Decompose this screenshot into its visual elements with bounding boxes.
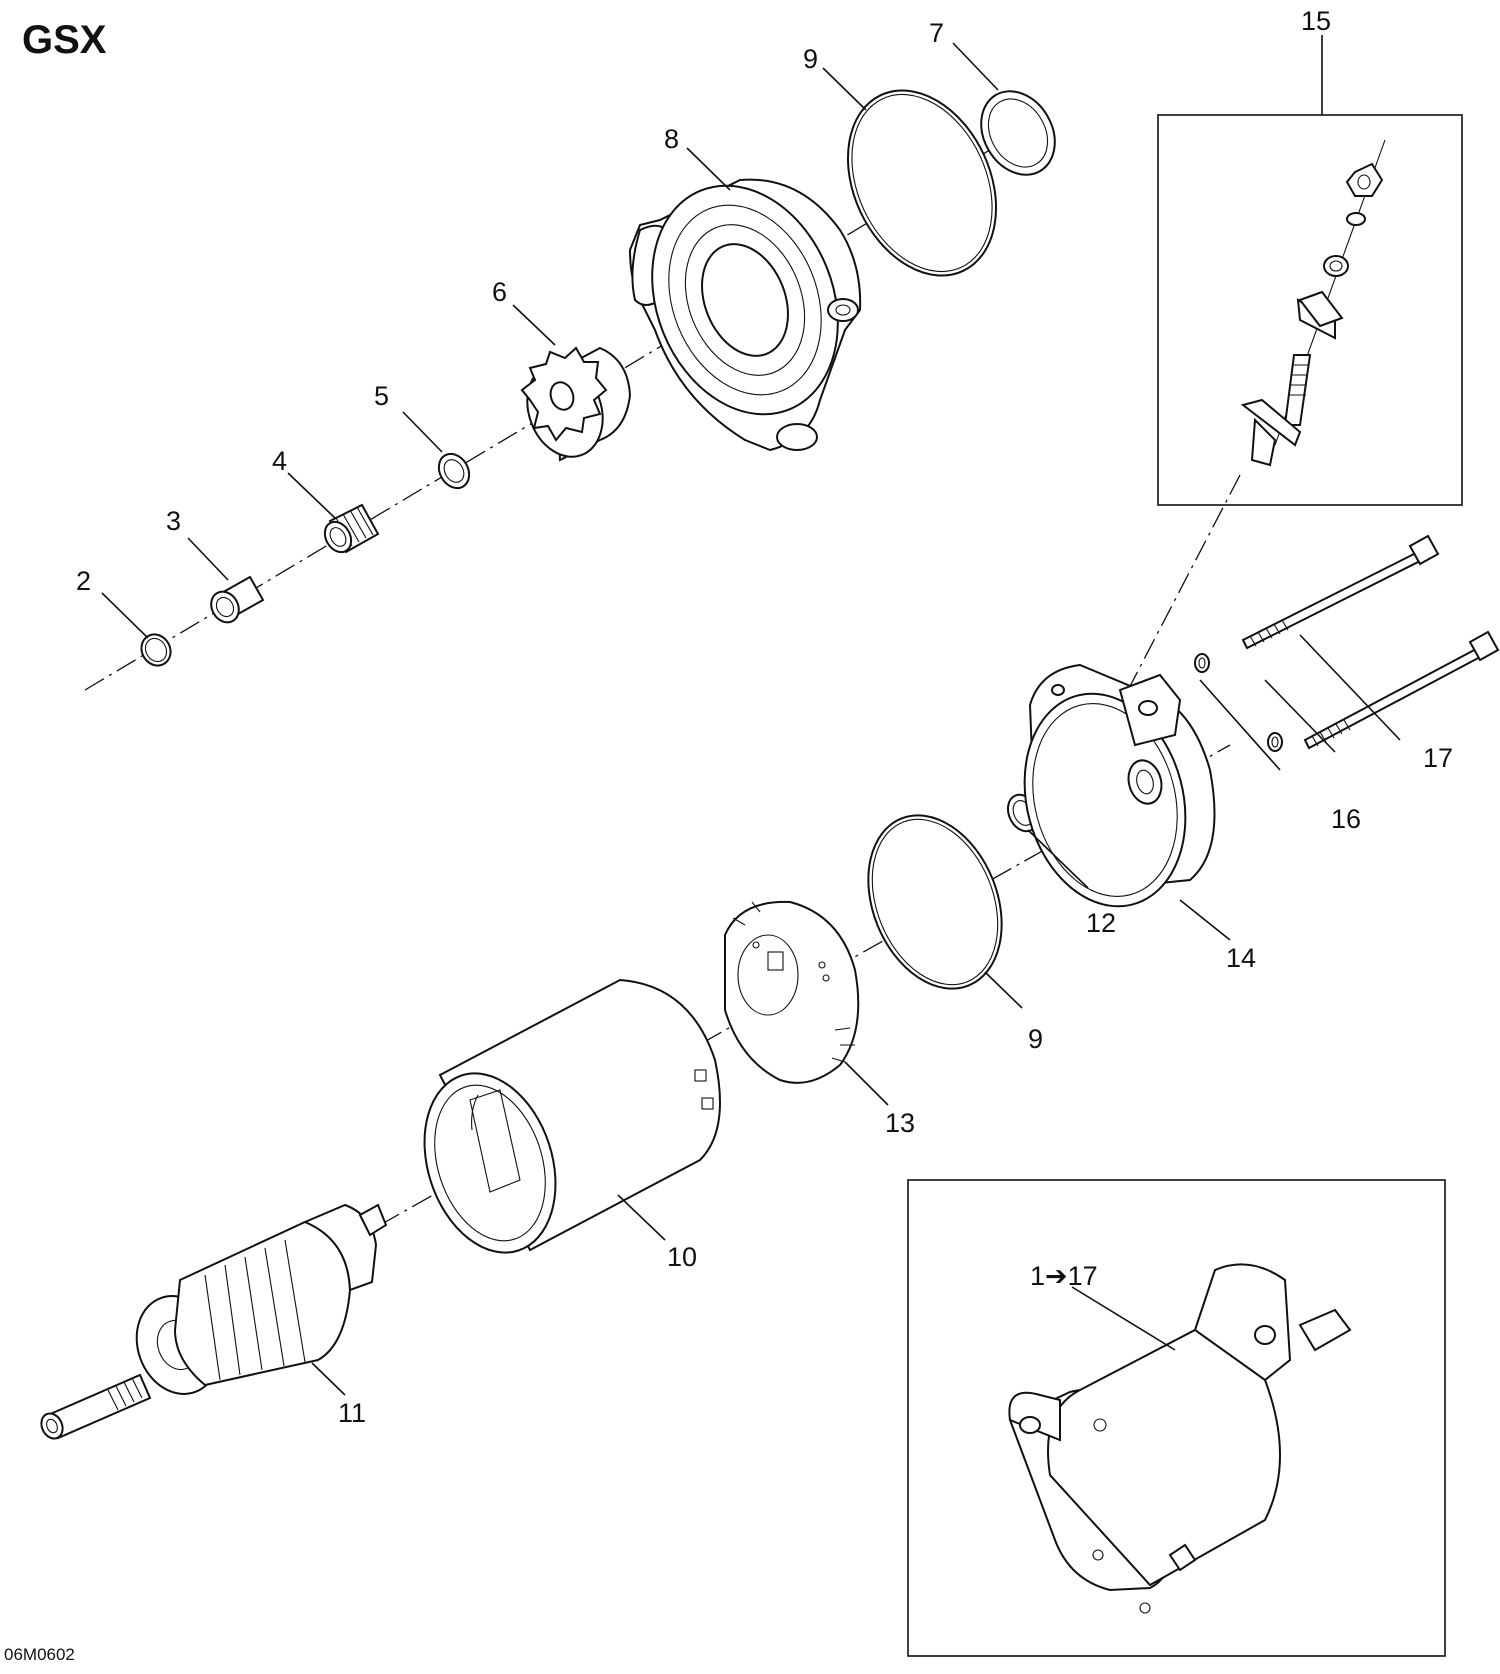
leader-lines xyxy=(101,35,1401,1396)
detail-link-axis xyxy=(1114,474,1241,716)
part-8-front-housing[interactable] xyxy=(619,158,871,452)
part-10-yoke-housing[interactable] xyxy=(403,978,721,1270)
part-5-washer[interactable] xyxy=(433,448,475,493)
callout-17: 17 xyxy=(1423,743,1453,773)
part-7-seal-ring[interactable] xyxy=(967,78,1070,188)
part-15-terminal-kit-detail[interactable] xyxy=(1157,114,1463,506)
callout-5: 5 xyxy=(374,381,389,411)
callout-6: 6 xyxy=(492,277,507,307)
callout-labels: 1➔17 2 3 4 5 6 7 8 9 9 10 11 12 13 14 15… xyxy=(76,6,1453,1428)
callout-13: 13 xyxy=(885,1108,915,1138)
callout-9-lower: 9 xyxy=(1028,1024,1043,1054)
part-11-armature[interactable] xyxy=(37,1203,388,1442)
callout-10: 10 xyxy=(667,1242,697,1272)
part-3-sleeve[interactable] xyxy=(206,575,265,627)
part-2-snap-ring[interactable] xyxy=(136,629,176,671)
callout-9-upper: 9 xyxy=(803,44,818,74)
callout-3: 3 xyxy=(166,506,181,536)
part-16-washers[interactable] xyxy=(1194,653,1283,752)
callout-11: 11 xyxy=(338,1398,366,1428)
callout-8: 8 xyxy=(664,124,679,154)
callout-16: 16 xyxy=(1331,804,1361,834)
callout-7: 7 xyxy=(929,18,944,48)
part-9-o-ring-upper[interactable] xyxy=(819,66,1024,299)
callout-15: 15 xyxy=(1301,6,1331,36)
callout-12: 12 xyxy=(1086,908,1116,938)
part-13-brush-plate[interactable] xyxy=(724,900,860,1084)
part-6-pinion-gear[interactable] xyxy=(515,346,632,467)
part-9-o-ring-lower[interactable] xyxy=(844,795,1026,1008)
callout-1-17: 1➔17 xyxy=(1030,1261,1098,1291)
part-14-end-cover[interactable] xyxy=(1002,663,1216,925)
assembled-starter-overview[interactable] xyxy=(907,1179,1446,1657)
part-17-through-bolts[interactable] xyxy=(1241,534,1500,750)
callout-2: 2 xyxy=(76,566,91,596)
drawing-code: 06M0602 xyxy=(4,1645,75,1664)
callout-4: 4 xyxy=(272,446,287,476)
callout-14: 14 xyxy=(1226,943,1256,973)
part-4-spring[interactable] xyxy=(320,503,380,557)
diagram-title: GSX xyxy=(22,18,107,62)
